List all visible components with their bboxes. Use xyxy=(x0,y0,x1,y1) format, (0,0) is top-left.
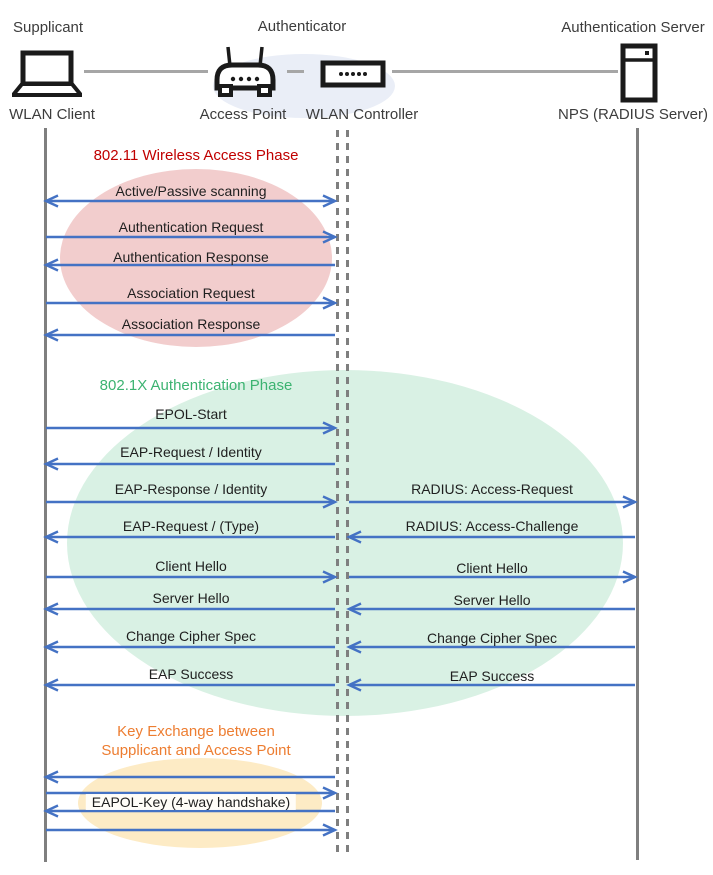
message-arrowhead xyxy=(322,421,338,435)
message-label: Change Cipher Spec xyxy=(126,628,256,644)
device-label-access-point: Access Point xyxy=(199,106,287,123)
message-label: Active/Passive scanning xyxy=(115,183,267,199)
message-label: RADIUS: Access-Request xyxy=(411,481,573,497)
access-point-icon xyxy=(214,46,276,97)
connector-controller-server xyxy=(392,70,618,73)
message-arrowhead xyxy=(43,602,59,616)
message-label: EAPOL-Key (4-way handshake) xyxy=(85,794,297,810)
role-authentication-server: Authentication Server xyxy=(561,19,705,36)
message-label: Server Hello xyxy=(152,590,230,606)
message-arrowhead xyxy=(43,804,59,818)
message-arrowhead xyxy=(346,640,362,654)
role-authenticator: Authenticator xyxy=(257,18,347,35)
device-label-wlan-client: WLAN Client xyxy=(9,106,95,123)
phase-title-key-exchange: Key Exchange between Supplicant and Acce… xyxy=(101,722,290,760)
message-arrowhead xyxy=(622,495,638,509)
server-icon xyxy=(620,43,658,103)
device-label-wlan-controller: WLAN Controller xyxy=(305,106,419,123)
message-arrowhead xyxy=(43,194,59,208)
wlan-controller-icon xyxy=(320,60,386,88)
phase-title-8021x: 802.1X Authentication Phase xyxy=(100,376,293,395)
message-arrowhead xyxy=(43,457,59,471)
role-supplicant: Supplicant xyxy=(13,19,84,36)
phase-title-80211: 802.11 Wireless Access Phase xyxy=(94,146,299,165)
message-arrowhead xyxy=(322,570,338,584)
message-arrowhead xyxy=(322,296,338,310)
message-arrowhead xyxy=(43,258,59,272)
wlan-client-lifeline xyxy=(44,128,47,862)
message-arrowhead xyxy=(43,328,59,342)
phase-title-key-exchange-line1: Key Exchange between xyxy=(117,723,275,740)
message-label: Authentication Response xyxy=(113,249,269,265)
message-arrowhead xyxy=(43,530,59,544)
connector-client-ap xyxy=(84,70,208,73)
phase-title-key-exchange-line2: Supplicant and Access Point xyxy=(101,742,291,759)
message-arrowhead xyxy=(622,570,638,584)
message-label: Authentication Request xyxy=(118,219,264,235)
message-arrowhead xyxy=(346,678,362,692)
phase-title-8021x-line: 802.1X Authentication Phase xyxy=(99,377,293,394)
message-label: Server Hello xyxy=(453,592,531,608)
message-label: EPOL-Start xyxy=(155,406,227,422)
message-label: EAP-Request / Identity xyxy=(120,444,262,460)
message-arrowhead xyxy=(43,640,59,654)
message-label: Client Hello xyxy=(456,560,528,576)
connector-ap-controller xyxy=(287,70,304,73)
message-arrowhead xyxy=(43,678,59,692)
phase-title-80211-line: 802.11 Wireless Access Phase xyxy=(93,147,299,164)
message-arrowhead xyxy=(322,823,338,837)
message-label: EAP-Response / Identity xyxy=(114,481,268,497)
message-label: Association Response xyxy=(121,316,261,332)
message-label: Client Hello xyxy=(155,558,227,574)
laptop-icon xyxy=(12,50,82,97)
message-label: Change Cipher Spec xyxy=(427,630,557,646)
message-arrowhead xyxy=(322,495,338,509)
message-label: EAP Success xyxy=(449,668,535,684)
message-label: Association Request xyxy=(127,285,255,301)
device-label-nps-radius-server: NPS (RADIUS Server) xyxy=(557,106,709,123)
message-arrowhead xyxy=(43,770,59,784)
message-arrowhead xyxy=(322,230,338,244)
wlan-controller-lifeline-left xyxy=(336,130,339,858)
phase-80211-ellipse xyxy=(60,169,332,347)
message-arrowhead xyxy=(346,530,362,544)
message-label: RADIUS: Access-Challenge xyxy=(405,518,579,534)
wlan-controller-lifeline-right xyxy=(346,130,349,858)
message-label: EAP Success xyxy=(148,666,234,682)
message-arrowhead xyxy=(322,786,338,800)
message-arrowhead xyxy=(346,602,362,616)
radius-server-lifeline xyxy=(636,128,639,860)
message-arrowhead xyxy=(322,194,338,208)
message-label: EAP-Request / (Type) xyxy=(122,518,260,534)
